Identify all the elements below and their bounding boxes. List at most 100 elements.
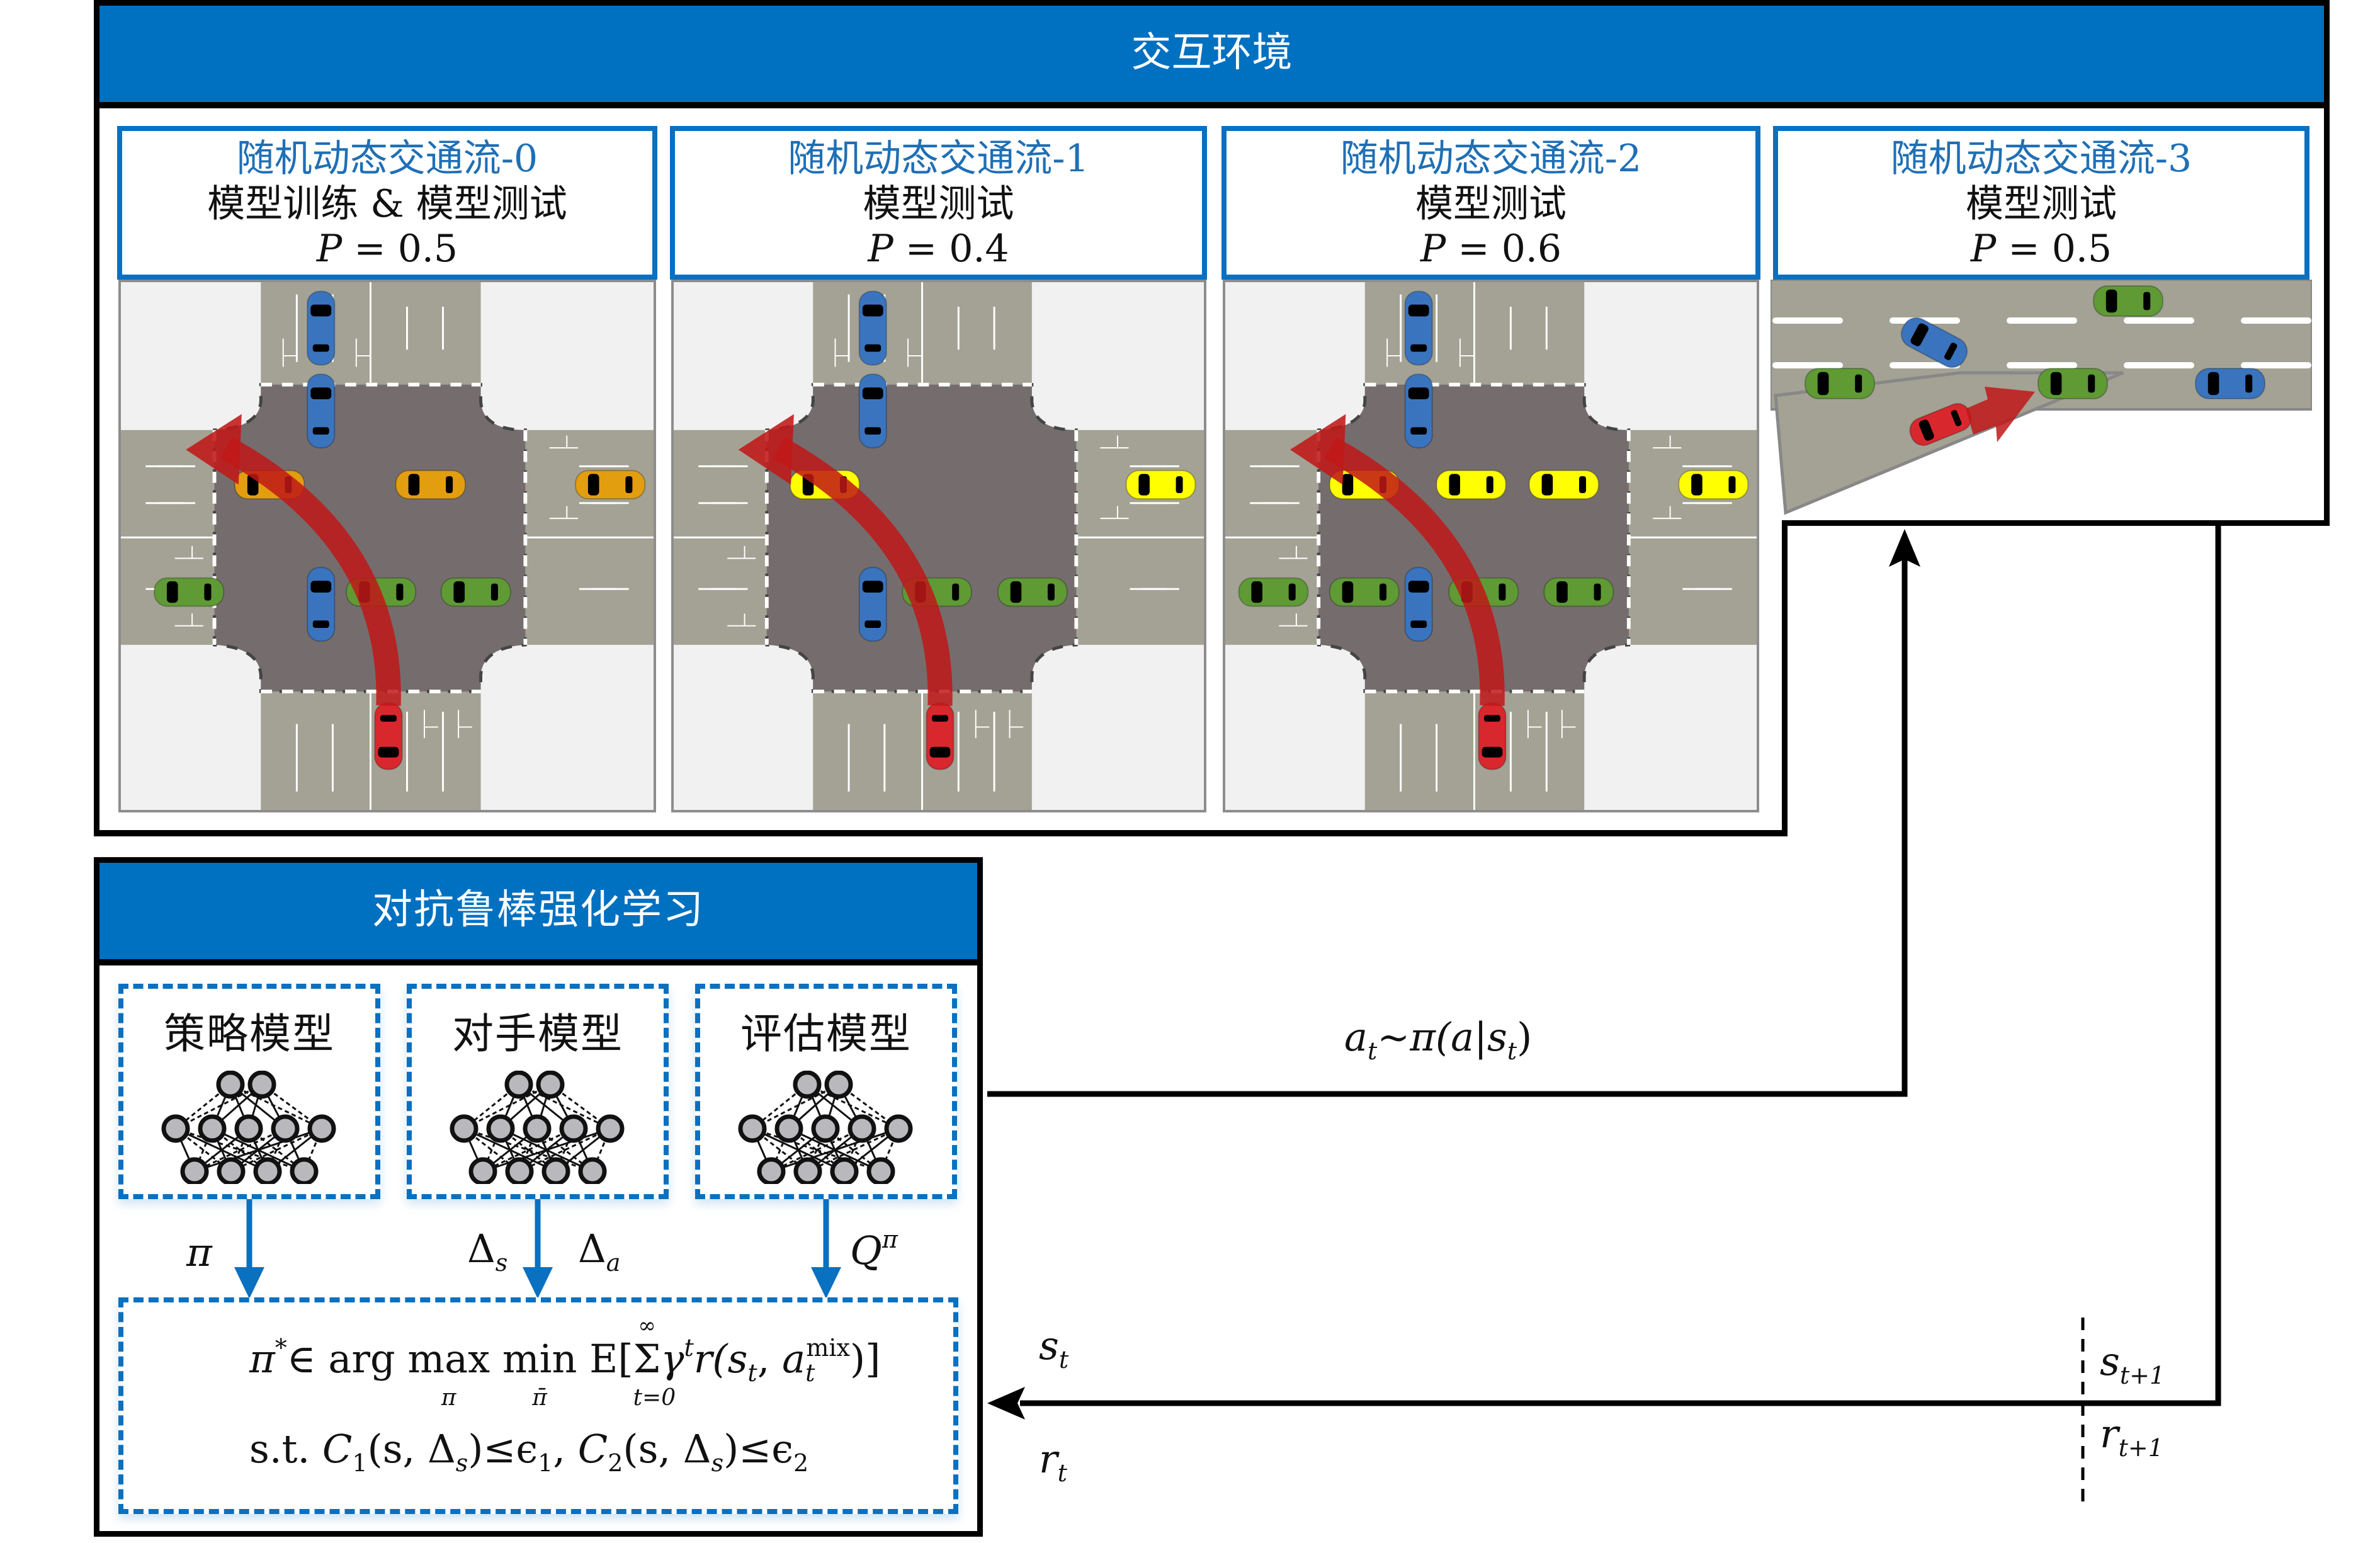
neuron-node <box>180 1157 209 1184</box>
lane-arrow-icon <box>1100 435 1129 449</box>
traffic-flow-probability: P = 0.6 <box>1420 227 1562 271</box>
lane-arrow-icon <box>834 338 849 367</box>
traffic-flow-name: 随机动态交通流-3 <box>1890 137 2192 181</box>
neuron-node <box>830 1157 859 1184</box>
neuron-node <box>596 1114 625 1143</box>
neuron-node <box>468 1157 497 1184</box>
neuron-node <box>271 1114 300 1143</box>
neuron-node <box>247 1071 276 1099</box>
car <box>1678 470 1749 499</box>
neuron-node <box>216 1071 245 1099</box>
car <box>997 577 1068 607</box>
neuron-node <box>774 1114 803 1143</box>
environment-title: 交互环境 <box>1131 30 1293 76</box>
car <box>440 577 511 607</box>
car <box>1436 470 1507 499</box>
car <box>1125 470 1196 499</box>
lane-arrow-icon <box>907 338 922 367</box>
traffic-flow-usage: 模型训练 & 模型测试 <box>207 182 567 226</box>
policy-model-label: 策略模型 <box>164 1010 335 1058</box>
arrow-head-icon <box>987 1387 1025 1420</box>
merge-arrow-icon <box>1966 387 2035 442</box>
traffic-flow-usage: 模型测试 <box>1415 182 1567 226</box>
neuron-node <box>217 1157 246 1184</box>
lane-arrow-icon <box>727 613 756 627</box>
state-reward-flow-arrow <box>1020 526 2221 1406</box>
car <box>1238 577 1309 607</box>
lane-arrow-icon <box>1459 338 1474 367</box>
traffic-flow-probability: P = 0.4 <box>868 227 1009 271</box>
rl-frame-right <box>977 957 983 1537</box>
neuron-node <box>541 1157 570 1184</box>
rl-title: 对抗鲁棒强化学习 <box>372 887 705 933</box>
intersection-scene-0 <box>118 280 656 812</box>
neuron-node <box>884 1114 913 1143</box>
adversary-model-box: 对手模型 <box>407 984 669 1199</box>
lane-arrow-icon <box>727 546 756 559</box>
trajectory-arrow-head-icon <box>186 414 242 485</box>
car <box>1478 702 1507 770</box>
lane-arrow-icon <box>1527 710 1542 738</box>
critic-model-label: 评估模型 <box>740 1010 912 1058</box>
policy-model-box: 策略模型 <box>118 984 380 1199</box>
lane-arrow-icon <box>174 546 203 559</box>
lane-arrow-icon <box>355 338 370 367</box>
car <box>307 373 336 449</box>
car <box>575 470 646 499</box>
action-label: at~π(a|st) <box>1344 1014 1533 1065</box>
lane-arrow-icon <box>1653 506 1682 520</box>
traffic-flow-usage: 模型测试 <box>1966 182 2117 226</box>
neuron-node <box>738 1114 767 1143</box>
lane-arrow-icon <box>174 613 203 627</box>
neuron-node <box>234 1114 263 1143</box>
car <box>374 702 403 770</box>
car <box>1805 368 1875 399</box>
traffic-flow-name: 随机动态交通流-1 <box>788 137 1089 181</box>
next-reward-label: rt+1 <box>2100 1411 2163 1462</box>
panel-title-1: 随机动态交通流-1 模型测试 P = 0.4 <box>670 126 1207 280</box>
neuron-node <box>161 1114 190 1143</box>
neuron-node <box>450 1114 479 1143</box>
car <box>307 567 336 642</box>
reward-input-label: rt <box>1039 1436 1067 1487</box>
lane-arrow-icon <box>549 506 578 520</box>
lane-arrow-icon <box>1386 338 1401 367</box>
arrow-head-icon <box>811 1267 841 1299</box>
arrow-head-icon <box>1889 529 1920 567</box>
neuron-node <box>578 1157 607 1184</box>
critic-model-box: 评估模型 <box>695 984 957 1199</box>
environment-frame-step-vertical <box>1782 520 1788 836</box>
highway-merge-scene <box>1769 278 2313 519</box>
lane-markings <box>674 282 1204 810</box>
adversary-action-perturbation-label: Δa <box>578 1226 621 1277</box>
on-ramp <box>1774 371 2124 515</box>
car <box>858 373 887 449</box>
panel-title-3: 随机动态交通流-3 模型测试 P = 0.5 <box>1773 126 2309 280</box>
critic-output-label: Qπ <box>850 1226 898 1273</box>
environment-frame-right <box>2324 101 2330 526</box>
environment-frame-bottom-left <box>94 830 1788 836</box>
environment-header: 交互环境 <box>94 0 2330 108</box>
traffic-flow-probability: P = 0.5 <box>1970 227 2112 271</box>
car <box>858 290 887 366</box>
rl-header: 对抗鲁棒强化学习 <box>94 857 983 965</box>
car <box>154 577 225 607</box>
car <box>1329 577 1400 607</box>
arrow-head-icon <box>523 1267 553 1299</box>
neural-network-icon <box>161 1071 336 1184</box>
neural-network-icon <box>738 1071 913 1184</box>
car <box>307 290 336 366</box>
intersection-scene-2 <box>1223 280 1759 812</box>
environment-frame-step-horizontal <box>1782 520 2330 526</box>
neuron-node <box>505 1157 534 1184</box>
car <box>1900 317 1968 368</box>
car <box>1404 567 1433 642</box>
next-state-label: st+1 <box>2100 1338 2165 1389</box>
neuron-node <box>847 1114 876 1143</box>
constraint-equation: s.t. C1(s, Δs)≤ϵ1, C2(s, Δs)≤ϵ2 <box>249 1426 809 1477</box>
intersection-illustration <box>674 282 1204 810</box>
policy-output-label: π <box>186 1229 212 1275</box>
adversary-model-label: 对手模型 <box>452 1010 623 1058</box>
neuron-node <box>536 1071 565 1099</box>
